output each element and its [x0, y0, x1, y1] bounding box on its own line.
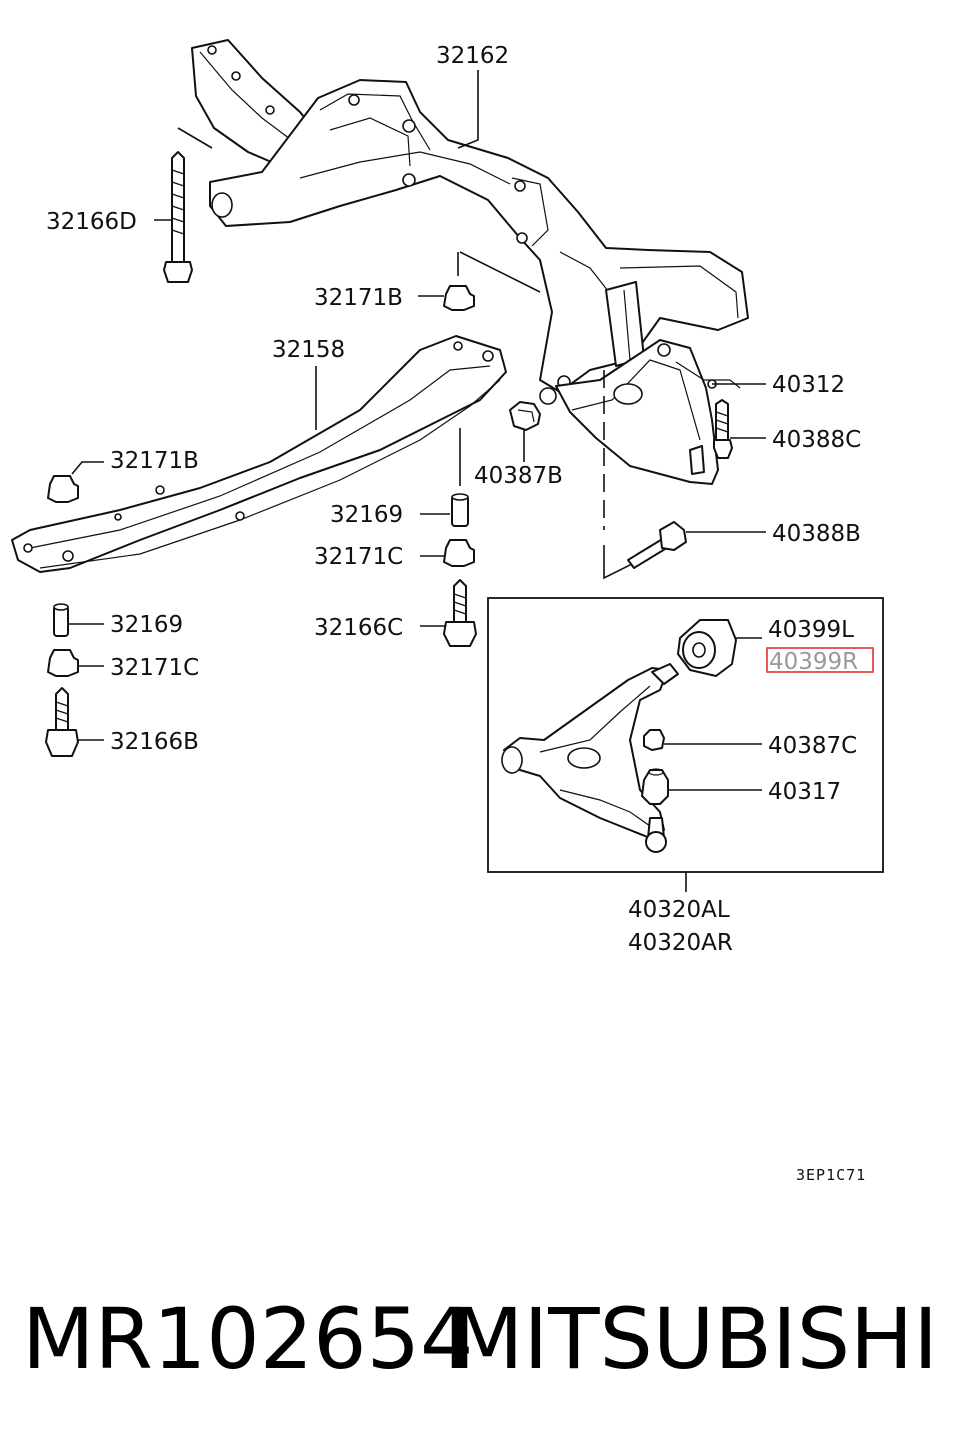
label-40387C: 40387C: [768, 733, 857, 759]
bush-32171B-left: [47, 475, 79, 503]
lower-arm-assembly: [501, 663, 679, 853]
part-number: MR102654: [22, 1290, 474, 1388]
nut-40387C: [643, 729, 665, 751]
label-40320AL: 40320AL: [628, 897, 730, 923]
label-32171B-top: 32171B: [314, 285, 403, 311]
bush-40399: [677, 619, 737, 677]
label-40320AR: 40320AR: [628, 930, 733, 956]
label-32171C-left: 32171C: [110, 655, 199, 681]
subframe-32158: [11, 335, 507, 573]
label-32166B: 32166B: [110, 729, 199, 755]
bolt-32166D: [163, 151, 193, 283]
bolt-40388C: [713, 399, 733, 459]
bush-32171C-left: [47, 649, 79, 677]
footer: MR102654 MITSUBISHI: [0, 1290, 960, 1390]
label-40399R: 40399R: [769, 649, 858, 675]
label-40387B: 40387B: [474, 463, 563, 489]
highlight-box-40399R: [766, 647, 874, 673]
bolt-40388B: [627, 521, 687, 569]
label-40399L: 40399L: [768, 617, 854, 643]
nut-40387B: [509, 401, 541, 431]
leader-lines: [68, 70, 766, 892]
brand-name: MITSUBISHI: [450, 1290, 938, 1388]
label-32169-mid: 32169: [330, 502, 403, 528]
label-40312: 40312: [772, 372, 845, 398]
lower-arm-installed: [555, 339, 741, 485]
boot-40317: [641, 768, 669, 805]
bush-32171C-mid: [443, 539, 475, 567]
bolt-32166C: [443, 579, 477, 647]
label-40317: 40317: [768, 779, 841, 805]
label-40388C: 40388C: [772, 427, 861, 453]
label-32171B-left: 32171B: [110, 448, 199, 474]
label-32169-left: 32169: [110, 612, 183, 638]
label-32166D: 32166D: [46, 209, 137, 235]
bush-32171B-top: [443, 285, 475, 311]
label-40388B: 40388B: [772, 521, 861, 547]
crossmember-32162: [191, 39, 749, 405]
collar-32169-left: [53, 603, 69, 637]
label-32158: 32158: [272, 337, 345, 363]
label-32162: 32162: [436, 43, 509, 69]
bolt-32166B: [45, 687, 79, 757]
collar-32169-mid: [451, 493, 469, 527]
diagram-code: 3EP1C71: [796, 1166, 866, 1184]
label-32171C-mid: 32171C: [314, 544, 403, 570]
label-32166C: 32166C: [314, 615, 403, 641]
